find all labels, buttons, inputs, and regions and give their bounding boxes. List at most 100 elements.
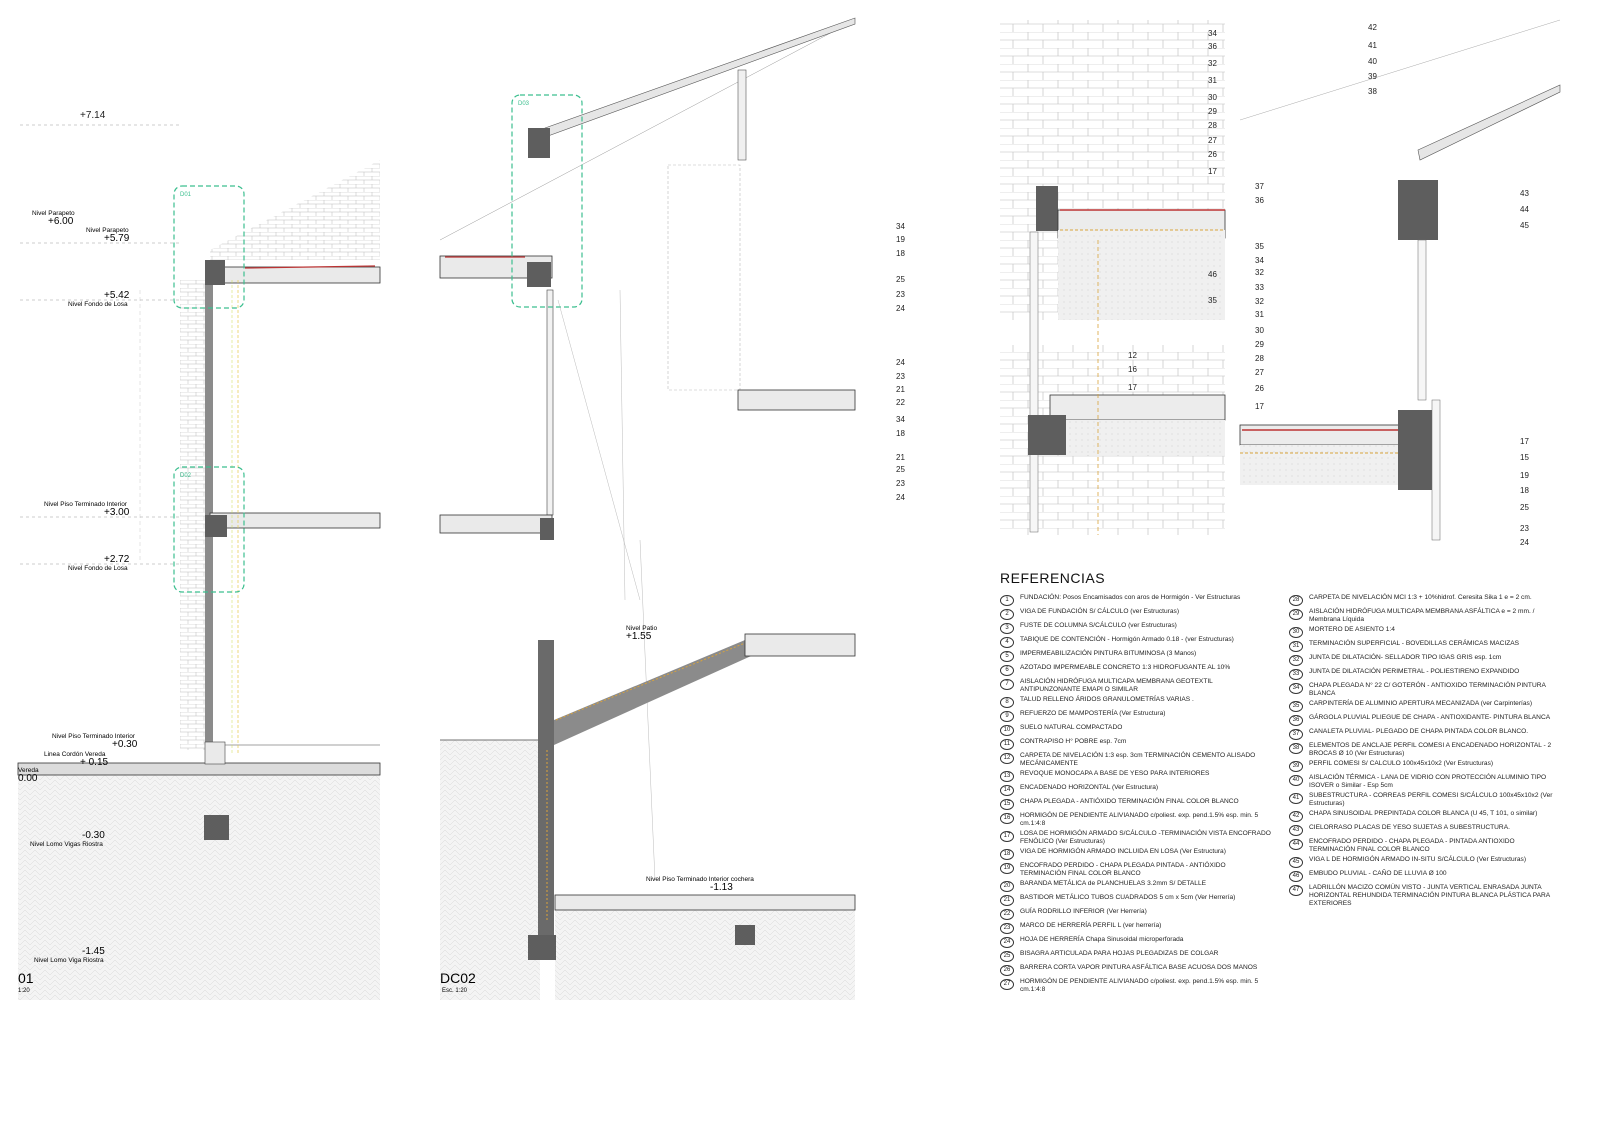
legend-item-text: CARPETA DE NIVELACIÓN 1:3 esp. 3cm TERMI… [1020,752,1256,767]
legend-item-number: 39 [1289,761,1303,772]
beam-upper [205,260,225,285]
legend-item-text: AISLACIÓN HIDRÓFUGA MULTICAPA MEMBRANA G… [1020,678,1213,693]
legend-item-number: 32 [1289,655,1303,666]
level-cochera-value: -1.13 [710,882,733,893]
callout: 29 [1255,340,1264,349]
legend-item: 2 VIGA DE FUNDACIÓN S/ CÁLCULO (ver Estru… [1000,608,1271,620]
legend-item-number: 7 [1000,679,1014,690]
legend-item-number: 26 [1000,965,1014,976]
legend-item-number: 16 [1000,813,1014,824]
legend-item: 1 FUNDACIÓN: Posos Encamisados con aros d… [1000,594,1271,606]
slab-lower-concrete [1066,420,1225,455]
beam-top [527,262,551,287]
level-vereda-value: 0.00 [18,773,38,784]
callout: 24 [896,493,905,502]
callout: 39 [1368,72,1377,81]
level-patio-value: +1.55 [626,631,652,642]
legend-item-text: ELEMENTOS DE ANCLAJE PERFIL COMESI A ENC… [1309,742,1552,757]
legend-item-text: SUBESTRUCTURA - CORREAS PERFIL COMESI S/… [1309,792,1553,807]
callout: 16 [1128,365,1137,374]
callout: 23 [896,372,905,381]
callout: 38 [1368,87,1377,96]
ramp [554,640,760,745]
legend-item-text: SUELO NATURAL COMPACTADO [1020,724,1123,731]
level-cochera-label: Nivel Piso Terminado Interior cochera [646,876,754,883]
legend-item-number: 1 [1000,595,1014,606]
detail-a [1000,20,1226,535]
soil-fill-right [555,910,855,1000]
callout: 19 [896,235,905,244]
section-dc01: D01 D02 +7.14 Nivel Parapeto +6.00 Nivel… [17,110,381,1000]
legend-item: 9 REFUERZO DE MAMPOSTERÍA (Ver Estructura… [1000,710,1271,722]
level-piso-int2-label: Nivel Piso Terminado Interior [52,733,136,740]
legend-item-text: AISLACIÓN TÉRMICA - LANA DE VIDRIO CON P… [1309,774,1547,789]
level-lomo2-label: Nivel Lomo Viga Riostra [34,957,104,964]
legend-item-text: FUNDACIÓN: Posos Encamisados con aros de… [1020,594,1241,601]
section-dc01-scale: 1:20 [18,988,30,994]
callout: 18 [896,429,905,438]
legend-item-number: 19 [1000,863,1014,874]
slab-mid [209,512,381,529]
legend-column-left: 1 FUNDACIÓN: Posos Encamisados con aros d… [1000,594,1271,996]
callout: 28 [1255,354,1264,363]
callout: 21 [896,385,905,394]
legend-item-number: 38 [1289,743,1303,754]
legend-item-text: BASTIDOR METÁLICO TUBOS CUADRADOS 5 cm x… [1020,894,1236,901]
callout: 17 [1128,383,1137,392]
callout: 34 [1208,29,1217,38]
slab-upper [209,266,381,284]
legend-item-text: FUSTE DE COLUMNA S/CÁLCULO (ver Estructu… [1020,622,1177,629]
beam-lower [1028,415,1066,455]
callout: 25 [896,275,905,284]
legend-item-number: 9 [1000,711,1014,722]
legend-item-text: VIGA DE FUNDACIÓN S/ CÁLCULO (ver Estruc… [1020,608,1180,615]
brick-gable [210,160,380,260]
section-dc02-scale: Esc. 1:20 [442,988,468,994]
level-714: +7.14 [80,110,106,121]
level-cordon-value: + 0.15 [80,757,109,768]
beam [1398,410,1438,490]
callout: 18 [1520,486,1529,495]
legend-item-text: LADRILLÓN MACIZO COMÚN VISTO - JUNTA VER… [1309,884,1550,907]
legend-item-text: CONTRAPISO H° POBRE esp. 7cm [1020,738,1127,745]
callout: 32 [1208,59,1217,68]
legend-item-text: EMBUDO PLUVIAL - CAÑO DE LLUVIA Ø 100 [1309,870,1447,877]
callout: 26 [1255,384,1264,393]
callout: 29 [1208,107,1217,116]
level-lomo1-value: -0.30 [82,830,105,841]
legend-item-text: HORMIGÓN DE PENDIENTE ALIVIANADO c/polie… [1020,978,1259,993]
legend-item-number: 27 [1000,979,1014,990]
callout: 34 [896,222,905,231]
callout: 19 [1520,471,1529,480]
legend-item-number: 2 [1000,609,1014,620]
callout: 17 [1208,167,1217,176]
legend-item-number: 18 [1000,849,1014,860]
callout: 32 [1255,297,1264,306]
level-vereda-label: Vereda [18,767,39,774]
legend-item-text: TALUD RELLENO ÁRIDOS GRANULOMETRÍAS VARI… [1020,696,1194,703]
callout: 30 [1255,326,1264,335]
legend-item-text: CARPINTERÍA DE ALUMINIO APERTURA MECANIZ… [1309,700,1533,707]
callout: 25 [1520,503,1529,512]
legend-item-text: REVOQUE MONOCAPA A BASE DE YESO PARA INT… [1020,770,1210,777]
callout: 24 [896,358,905,367]
detail-d02-label: D02 [180,473,192,479]
legend-item-text: REFUERZO DE MAMPOSTERÍA (Ver Estructura) [1020,710,1166,717]
detail-b [1239,19,1561,541]
legend-item-number: 21 [1000,895,1014,906]
